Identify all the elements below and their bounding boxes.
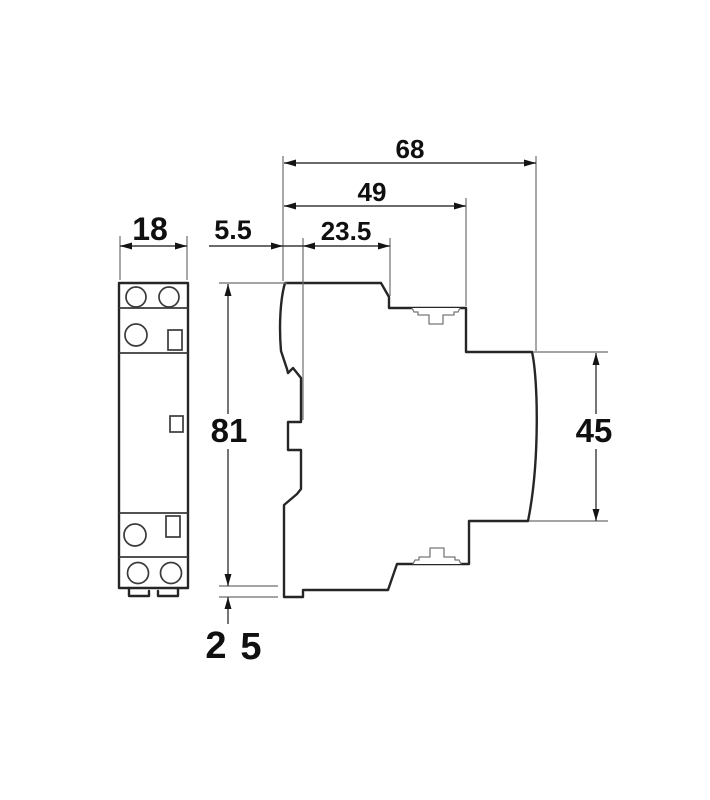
dim-label-step-depth: 49 bbox=[358, 177, 387, 207]
arrowhead bbox=[224, 284, 232, 296]
side-view-profile bbox=[278, 281, 538, 599]
arrowhead bbox=[175, 242, 187, 250]
arrowhead bbox=[524, 159, 536, 167]
arrowhead bbox=[224, 597, 232, 609]
dim-label-rear-offset: 5.5 bbox=[214, 215, 252, 245]
arrowhead bbox=[592, 353, 600, 365]
terminal-screw bbox=[124, 323, 148, 347]
arrowhead bbox=[120, 242, 132, 250]
arrowhead bbox=[378, 242, 390, 250]
arrowhead bbox=[454, 202, 466, 210]
din-clip-tab-top bbox=[411, 307, 461, 325]
front-view-body bbox=[117, 281, 190, 590]
terminal-screw bbox=[125, 286, 147, 308]
arrowhead bbox=[271, 242, 283, 250]
dimension-labels: 18 5.5 23.5 49 68 81 45 2 5 bbox=[132, 134, 612, 668]
extension-lines bbox=[119, 156, 608, 598]
arrowhead bbox=[284, 159, 296, 167]
indicator-window bbox=[169, 415, 184, 433]
arrowhead bbox=[224, 574, 232, 586]
terminal-slot bbox=[165, 515, 181, 538]
front-view bbox=[117, 281, 190, 598]
dim-label-front-face-height: 45 bbox=[576, 412, 613, 449]
terminal-screw bbox=[126, 561, 150, 585]
dim-label-front-width: 18 bbox=[132, 211, 168, 247]
dimension-lines bbox=[120, 159, 600, 624]
front-view-foot bbox=[127, 586, 151, 598]
terminal-screw bbox=[123, 523, 147, 547]
arrowhead bbox=[592, 509, 600, 521]
front-view-foot bbox=[156, 586, 180, 598]
terminal-slot bbox=[167, 329, 183, 351]
arrowhead bbox=[284, 202, 296, 210]
dim-label-bottom-right: 5 bbox=[240, 626, 261, 668]
terminal-screw bbox=[158, 286, 180, 308]
dim-label-bottom-left: 2 bbox=[205, 625, 226, 667]
arrowhead bbox=[303, 242, 315, 250]
side-view bbox=[278, 281, 538, 599]
dim-label-overall-height: 81 bbox=[211, 412, 248, 449]
din-clip-tab-bottom bbox=[412, 547, 462, 565]
dim-label-upper-depth: 23.5 bbox=[321, 216, 372, 246]
terminal-screw bbox=[159, 561, 183, 585]
dim-label-overall-depth: 68 bbox=[396, 134, 425, 164]
